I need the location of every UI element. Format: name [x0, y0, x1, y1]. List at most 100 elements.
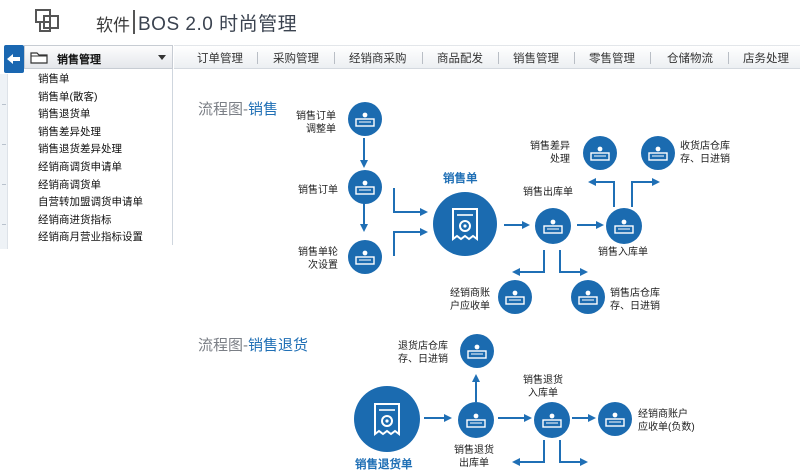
main-content: 流程图-销售 销售订单调整单 销售订单 销售单轮次设置 销售单 销售出库单 销售…: [174, 70, 800, 472]
node-return-out[interactable]: [458, 402, 494, 438]
node-dealer-ar[interactable]: [498, 280, 532, 314]
label-dealer-ar: 经销商账户应收单: [450, 288, 490, 312]
document-stack-icon: [648, 146, 668, 161]
label-order-adjust: 销售订单调整单: [296, 111, 336, 135]
top-nav: 订单管理 采购管理 经销商采购 商品配发 销售管理 零售管理 仓储物流 店务处理: [174, 45, 800, 69]
tab-order-management[interactable]: 订单管理: [197, 53, 243, 65]
label-return-center: 销售退货单: [355, 459, 413, 471]
label-sales-order: 销售订单: [298, 185, 338, 196]
node-return-stock[interactable]: [460, 334, 494, 368]
sidebar-handle-strip[interactable]: [0, 74, 8, 249]
label-outbound: 销售出库单: [523, 187, 573, 198]
document-stack-icon: [355, 112, 375, 127]
sidebar-title: 销售管理: [57, 54, 101, 66]
arrow-rotation-to-sales: [393, 228, 428, 256]
tab-retail-management[interactable]: 零售管理: [589, 53, 635, 65]
nav-divider: [334, 52, 335, 64]
arrow-order-to-sales: [393, 188, 428, 216]
document-stack-icon: [355, 250, 375, 265]
nav-divider: [257, 52, 258, 64]
brand-divider: [133, 10, 135, 34]
receipt-gear-icon: [452, 208, 478, 241]
sidebar: 销售管理 销售单 销售单(散客) 销售退货单 销售差异处理 销售退货差异处理 经…: [24, 45, 173, 245]
label-store-stock: 销售店仓库存、日进销: [610, 288, 660, 312]
arrow-outbound-to-dealer-ar: [512, 250, 545, 276]
sidebar-collapse-button[interactable]: [4, 45, 24, 73]
document-stack-icon: [355, 180, 375, 195]
sidebar-item-sales-order[interactable]: 销售单: [38, 73, 70, 85]
label-sales-center: 销售单: [443, 173, 478, 185]
flow1-title: 流程图-销售: [198, 98, 278, 119]
nav-divider: [574, 52, 575, 64]
nav-divider: [498, 52, 499, 64]
nav-divider: [422, 52, 423, 64]
app-header: 软件 BOS 2.0 时尚管理: [0, 0, 800, 44]
nav-divider: [650, 52, 651, 64]
node-rotation[interactable]: [348, 240, 382, 274]
brand-product-label: BOS 2.0 时尚管理: [138, 14, 298, 35]
tab-warehouse-logistics[interactable]: 仓储物流: [667, 53, 713, 65]
tab-purchase-management[interactable]: 采购管理: [273, 53, 319, 65]
node-outbound[interactable]: [535, 208, 571, 244]
arrow-return-out-down-right: [559, 440, 588, 466]
receipt-gear-icon: [374, 403, 400, 436]
sidebar-item-sales-diff[interactable]: 销售差异处理: [38, 125, 101, 138]
sidebar-item-dealer-monthly-target[interactable]: 经销商月营业指标设置: [38, 231, 143, 244]
brand-software-label: 软件: [96, 16, 130, 35]
arrow-inbound-to-diff: [588, 178, 615, 207]
chevron-down-icon[interactable]: [158, 55, 166, 60]
document-stack-icon: [505, 290, 525, 305]
flow2-title: 流程图-销售退货: [198, 334, 308, 355]
node-diff[interactable]: [583, 136, 617, 170]
sidebar-item-dealer-transfer[interactable]: 经销商调货单: [38, 178, 101, 191]
label-diff: 销售差异处理: [530, 141, 570, 165]
document-stack-icon: [466, 413, 486, 428]
sidebar-item-dealer-purchase-target[interactable]: 经销商进货指标: [38, 213, 112, 226]
flow-connectors: [360, 138, 660, 466]
flow1-title-prefix: 流程图-: [198, 101, 248, 118]
node-sales-center[interactable]: [433, 192, 497, 256]
tab-goods-distribution[interactable]: 商品配发: [437, 53, 483, 65]
sidebar-item-sales-order-retail[interactable]: 销售单(散客): [38, 90, 98, 103]
logo-icon: [35, 9, 59, 32]
arrow-outbound-to-store-stock: [559, 250, 588, 276]
label-rotation: 销售单轮次设置: [298, 247, 338, 271]
label-return-out: 销售退货出库单: [454, 445, 494, 469]
label-return-stock: 退货店仓库存、日进销: [398, 341, 448, 365]
sidebar-item-return-diff[interactable]: 销售退货差异处理: [38, 143, 122, 156]
arrow-inbound-to-receive: [631, 178, 660, 207]
document-stack-icon: [590, 146, 610, 161]
nav-divider: [728, 52, 729, 64]
sidebar-header[interactable]: 销售管理: [24, 45, 173, 69]
document-stack-icon: [467, 344, 487, 359]
sidebar-menu: 销售单 销售单(散客) 销售退货单 销售差异处理 销售退货差异处理 经销商调货申…: [38, 71, 143, 247]
node-store-stock[interactable]: [571, 280, 605, 314]
node-receive-stock[interactable]: [641, 136, 675, 170]
tab-dealer-purchase[interactable]: 经销商采购: [349, 53, 407, 65]
document-stack-icon: [578, 290, 598, 305]
sidebar-item-self-to-franchise[interactable]: 自营转加盟调货申请单: [38, 196, 143, 209]
node-inbound[interactable]: [606, 208, 642, 244]
flow2-title-highlight: 销售退货: [248, 337, 309, 354]
arrow-return-out-down: [512, 440, 545, 466]
tab-store-affairs[interactable]: 店务处理: [743, 53, 789, 65]
flow2-title-prefix: 流程图-: [198, 337, 248, 354]
sidebar-item-dealer-transfer-request[interactable]: 经销商调货申请单: [38, 160, 122, 173]
document-stack-icon: [605, 412, 625, 427]
node-return-center[interactable]: [354, 386, 420, 452]
node-dealer-ar-negative[interactable]: [598, 402, 632, 436]
document-stack-icon: [542, 413, 562, 428]
tab-sales-management[interactable]: 销售管理: [513, 53, 559, 65]
document-stack-icon: [543, 219, 563, 234]
label-dealer-ar-negative: 经销商账户应收单(负数): [638, 409, 695, 433]
node-return-in[interactable]: [534, 402, 570, 438]
node-order-adjust[interactable]: [348, 102, 382, 136]
label-receive-stock: 收货店仓库存、日进销: [680, 141, 730, 165]
sidebar-item-sales-return[interactable]: 销售退货单: [38, 108, 91, 121]
flow1-title-highlight: 销售: [248, 101, 279, 118]
label-return-in: 销售退货入库单: [523, 375, 563, 399]
logo-blank: [66, 10, 94, 32]
node-sales-order[interactable]: [348, 170, 382, 204]
document-stack-icon: [614, 219, 634, 234]
label-inbound: 销售入库单: [598, 247, 648, 258]
